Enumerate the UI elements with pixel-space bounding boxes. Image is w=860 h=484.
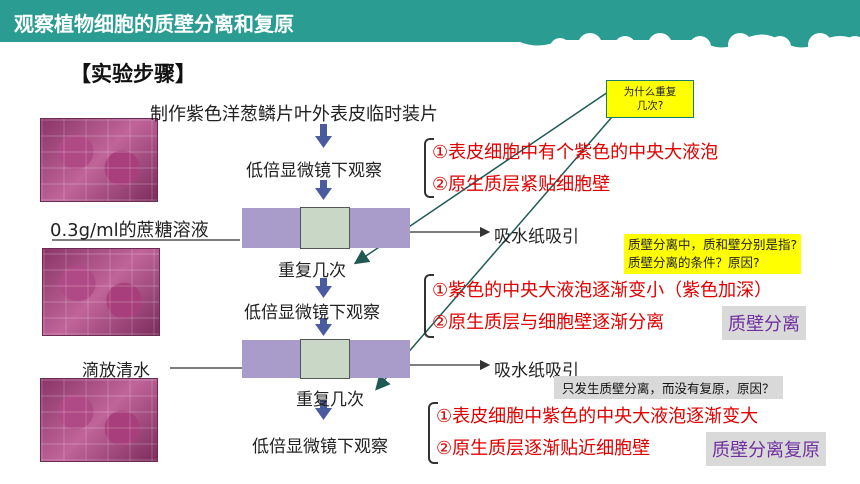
brace-1 [424,138,434,198]
question-3: 只发生质壁分离，而没有复原，原因？ [554,376,783,399]
step-prepare: 制作紫色洋葱鳞片叶外表皮临时装片 [150,104,438,125]
cover-slip-2 [300,339,350,379]
step-observe-3: 低倍显微镜下观察 [252,437,388,457]
cell-image-normal [40,118,158,202]
obs-1-1: ①表皮细胞中有个紫色的中央大液泡 [432,142,719,163]
brace-2 [424,274,434,338]
obs-3-1: ①表皮细胞中紫色的中央大液泡逐渐变大 [436,406,759,427]
step-absorb-1: 吸水纸吸引 [494,227,579,247]
obs-1-2: ②原生质层紧贴细胞壁 [432,174,611,195]
cell-image-recovery [40,378,158,462]
step-repeat-1: 重复几次 [278,261,346,281]
brace-3 [428,402,438,464]
callout-line-1: 为什么重复 [623,86,677,98]
section-title: 【实验步骤】 [70,62,196,86]
step-observe-1: 低倍显微镜下观察 [246,161,382,181]
step-sucrose: 0.3g/ml的蔗糖溶液 [50,220,209,241]
question-box-1: 质壁分离中，质和壁分别是指? 质壁分离的条件？原因? [624,234,802,274]
obs-2-2: ②原生质层与细胞壁逐渐分离 [432,312,665,333]
obs-2-1: ①紫色的中央大液泡逐渐变小（紫色加深） [432,280,773,301]
callout-why-repeat: 为什么重复 几次? [606,80,694,118]
header-banner [0,0,860,58]
callout-line-2: 几次? [636,100,664,112]
page-title: 观察植物细胞的质壁分离和复原 [14,12,294,36]
label-recovery: 质壁分离复原 [706,432,826,466]
step-repeat-2: 重复几次 [296,390,364,410]
question-1: 质壁分离中，质和壁分别是指? [628,237,798,252]
step-observe-2: 低倍显微镜下观察 [244,303,380,323]
obs-3-2: ②原生质层逐渐贴近细胞壁 [436,438,651,459]
step-water: 滴放清水 [82,361,150,381]
label-plasmolysis: 质壁分离 [722,306,806,340]
question-2: 质壁分离的条件？原因? [628,255,760,270]
cover-slip-1 [300,207,350,249]
cell-image-plasmolysis [42,248,160,336]
